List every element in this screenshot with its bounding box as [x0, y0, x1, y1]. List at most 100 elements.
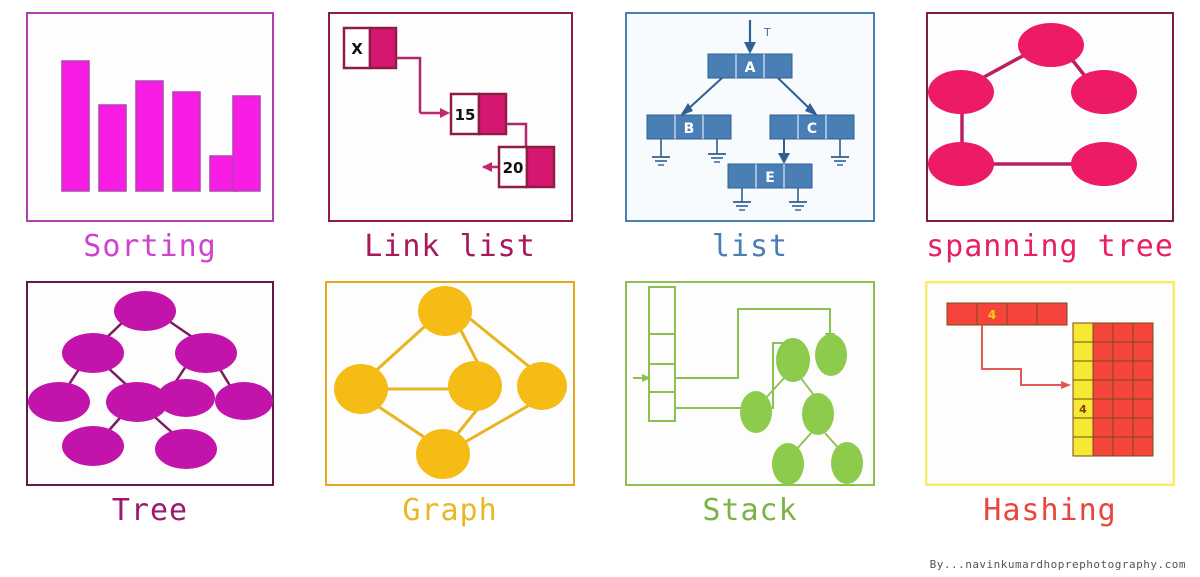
bucket-5 — [1072, 417, 1094, 438]
stack-link-lower — [675, 342, 790, 409]
root-label: T — [763, 26, 771, 39]
cell-4-2 — [1112, 398, 1134, 419]
node-A: A — [707, 53, 793, 79]
arrow-head-A-C — [805, 103, 818, 116]
panel-tree: Tree — [0, 275, 300, 540]
edge-left-bottom — [372, 401, 431, 443]
node-left — [928, 70, 994, 114]
array-cell-0 — [946, 302, 978, 326]
node-l — [62, 333, 124, 373]
array-cell-3 — [1036, 302, 1068, 326]
node-left — [334, 364, 388, 414]
cell-3-1 — [1092, 379, 1114, 400]
bar-3 — [135, 80, 164, 192]
graph-nodes — [334, 286, 567, 479]
bar-2 — [98, 104, 127, 192]
arrow-head-2 — [481, 162, 492, 172]
node-rr — [215, 382, 273, 420]
arrow-head-A-B — [680, 103, 693, 116]
panel-linklist: X 15 20 Link list — [300, 0, 600, 275]
caption-linklist: Link list — [364, 229, 536, 264]
node-value: 20 — [502, 159, 523, 177]
edge-A-B — [686, 77, 723, 111]
bucket-2 — [1072, 360, 1094, 381]
node-root — [114, 291, 176, 331]
stack-input-arrow — [642, 374, 651, 382]
cell-5-1 — [1092, 417, 1114, 438]
edge-1 — [764, 376, 786, 400]
cell-6-3 — [1132, 436, 1154, 457]
panel-hashing: 4 — [900, 275, 1200, 540]
caption-stack: Stack — [702, 493, 798, 528]
linklist-illustration: X 15 20 — [327, 12, 573, 222]
node-C: C — [769, 114, 855, 140]
cell-2-1 — [1092, 360, 1114, 381]
bucket-0 — [1072, 322, 1094, 343]
list-node-2: 15 — [449, 92, 507, 136]
node-6 — [831, 442, 863, 484]
ground-symbol-3 — [831, 139, 849, 166]
bar-1 — [61, 60, 90, 192]
node-1 — [776, 338, 810, 382]
panel-graph: Graph — [300, 275, 600, 540]
caption-spanning-tree: spanning tree — [926, 229, 1174, 264]
cell-3-2 — [1112, 379, 1134, 400]
node-lr — [106, 382, 168, 422]
hashing-illustration: 4 — [925, 281, 1175, 486]
ground-symbol-4 — [733, 188, 751, 211]
caption-tree: Tree — [111, 493, 189, 528]
node-rl — [157, 379, 215, 417]
list-illustration: T A B — [625, 12, 875, 222]
node-r — [175, 333, 237, 373]
caption-sorting: Sorting — [83, 229, 217, 264]
node-3 — [740, 391, 772, 433]
cell-6-2 — [1112, 436, 1134, 457]
spanning-nodes — [928, 23, 1137, 186]
node-label: A — [745, 60, 756, 76]
sorting-illustration — [26, 12, 274, 222]
hash-connector — [981, 325, 1063, 386]
bar-chart — [61, 60, 261, 192]
stack-illustration — [625, 281, 875, 486]
panel-border — [625, 281, 875, 486]
bar-6 — [232, 95, 261, 192]
caption-list: list — [711, 229, 789, 264]
root-arrow-head — [744, 42, 756, 54]
graph-illustration — [325, 281, 575, 486]
cell-4-1 — [1092, 398, 1114, 419]
edge-A-C — [777, 77, 812, 111]
node-bottom-left — [928, 142, 994, 186]
array-value: 4 — [988, 308, 996, 322]
node-top — [418, 286, 472, 336]
node-right — [517, 362, 567, 410]
arrow-head-C-E — [778, 153, 790, 164]
link-1 — [395, 56, 421, 113]
node-label: C — [807, 121, 817, 137]
edge-top-right — [462, 311, 538, 375]
node-label: B — [684, 121, 695, 137]
node-value: X — [351, 40, 363, 58]
array-cell-2 — [1006, 302, 1038, 326]
bucket-6 — [1072, 436, 1094, 457]
cell-0-1 — [1092, 322, 1114, 343]
cell-1-2 — [1112, 341, 1134, 362]
caption-graph: Graph — [402, 493, 498, 528]
node-right — [1071, 70, 1137, 114]
edge-top-left — [368, 317, 435, 378]
cell-2-2 — [1112, 360, 1134, 381]
bar-4 — [172, 91, 201, 192]
node-top — [1018, 23, 1084, 67]
node-E: E — [727, 163, 813, 189]
tree-illustration — [26, 281, 274, 486]
node-ll — [28, 382, 90, 422]
bucket-3 — [1072, 379, 1094, 400]
caption-hashing: Hashing — [983, 493, 1117, 528]
list-node-3: 20 — [497, 145, 555, 189]
bucket-1 — [1072, 341, 1094, 362]
hash-input-array: 4 — [946, 302, 1068, 326]
spanning-tree-illustration — [926, 12, 1174, 222]
node-bottom — [416, 429, 470, 479]
panel-list: T A B — [600, 0, 900, 275]
cell-0-3 — [1132, 322, 1154, 343]
node-5 — [772, 443, 804, 485]
